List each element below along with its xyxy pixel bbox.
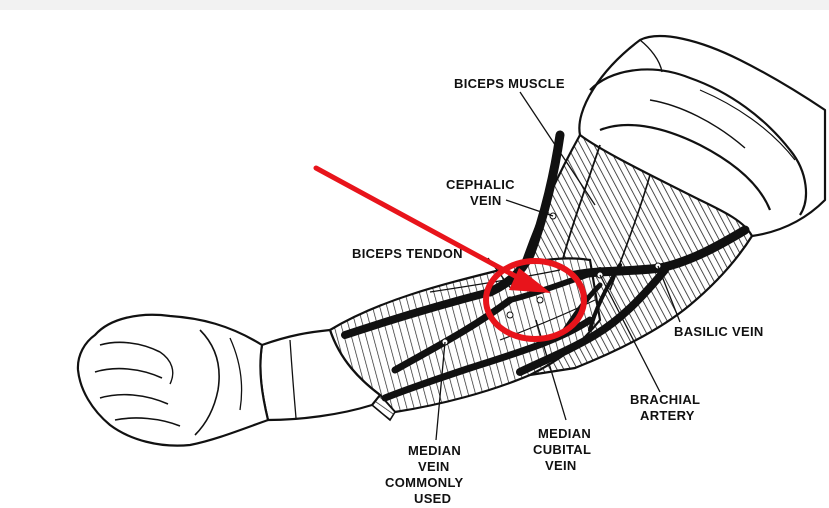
label-median-vein-line2: VEIN: [418, 459, 450, 474]
label-median-cubital-vein-line3: VEIN: [545, 458, 577, 473]
red-arrow-icon: [316, 168, 551, 293]
label-brachial-artery-line2: ARTERY: [640, 408, 695, 423]
label-brachial-artery-line1: BRACHIAL: [630, 392, 700, 407]
label-cephalic-vein-line2: VEIN: [470, 193, 502, 208]
label-biceps-tendon: BICEPS TENDON: [352, 246, 463, 261]
fist: [78, 315, 268, 446]
label-basilic-vein: BASILIC VEIN: [674, 324, 764, 339]
label-median-vein-line3: COMMONLY: [385, 475, 464, 490]
label-cephalic-vein-line1: CEPHALIC: [446, 177, 515, 192]
label-biceps-muscle: BICEPS MUSCLE: [454, 76, 565, 91]
label-median-vein-line1: MEDIAN: [408, 443, 461, 458]
label-median-vein-line4: USED: [414, 491, 451, 506]
label-median-cubital-vein-line2: CUBITAL: [533, 442, 591, 457]
label-median-cubital-vein-line1: MEDIAN: [538, 426, 591, 441]
